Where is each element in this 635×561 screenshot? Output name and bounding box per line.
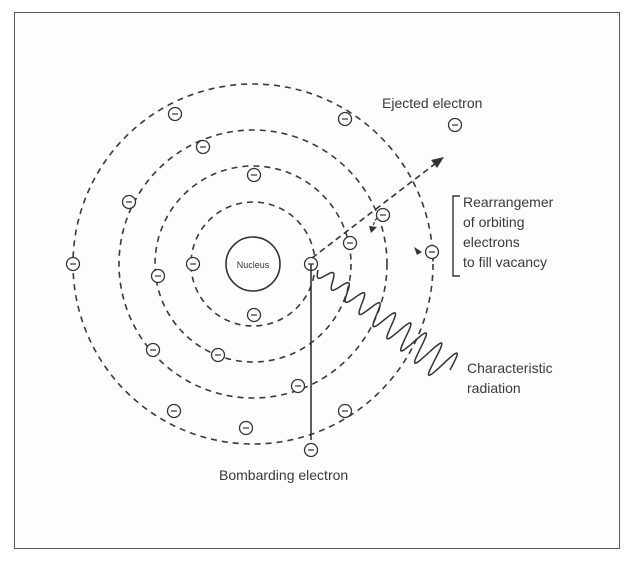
electron <box>248 309 261 322</box>
nucleus-label: Nucleus <box>237 260 270 270</box>
bombarding-electron-label: Bombarding electron <box>219 467 348 483</box>
rearrangement-line-3: electrons <box>463 234 520 250</box>
electron <box>449 119 462 132</box>
rearrangement-arrows <box>369 218 422 255</box>
characteristic-line-1: Characteristic <box>467 360 553 376</box>
electron <box>169 108 182 121</box>
electron <box>197 141 210 154</box>
electron <box>152 270 165 283</box>
electron <box>67 258 80 271</box>
rearrangement-line-1: Rearrangemer <box>463 194 554 210</box>
characteristic-radiation-wave <box>317 270 457 375</box>
electron <box>377 209 390 222</box>
ejected-path <box>312 160 440 258</box>
electron <box>305 444 318 457</box>
electron <box>240 422 253 435</box>
electron <box>187 258 200 271</box>
rearrangement-line-4: to fill vacancy <box>463 254 547 270</box>
electron <box>212 349 225 362</box>
electron <box>339 113 352 126</box>
rearrangement-label: Rearrangemer of orbiting electrons to fi… <box>463 194 554 270</box>
electron <box>147 344 160 357</box>
electron <box>426 246 439 259</box>
rearrangement-line-2: of orbiting <box>463 214 524 230</box>
electron <box>168 405 181 418</box>
electron <box>292 380 305 393</box>
characteristic-line-2: radiation <box>467 380 521 396</box>
electron <box>248 169 261 182</box>
characteristic-radiation-label: Characteristic radiation <box>467 360 553 396</box>
ejected-electron-label: Ejected electron <box>382 95 482 111</box>
electron <box>123 196 136 209</box>
electron <box>339 405 352 418</box>
electron <box>344 237 357 250</box>
rearrangement-bracket <box>453 196 460 276</box>
